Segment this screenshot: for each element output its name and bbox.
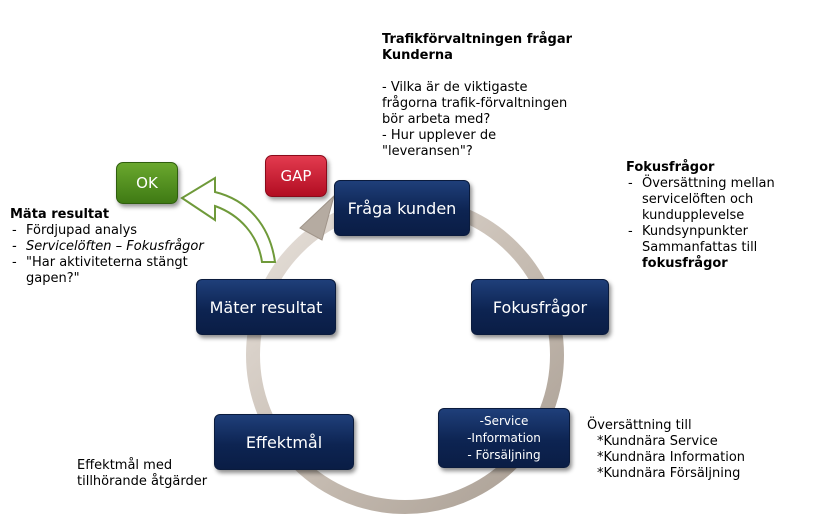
note-title: Trafikförvaltningen frågar Kunderna <box>382 32 573 63</box>
note-item: "Har aktiviteterna stängt gapen?" <box>10 255 235 287</box>
ok-chip: OK <box>116 162 178 204</box>
note-item: Översättning mellan servicelöften och ku… <box>626 176 786 224</box>
note-line: tillhörande åtgärder <box>77 474 208 489</box>
step-mater-resultat-label: Mäter resultat <box>209 297 323 317</box>
note-mata-resultat: Mäta resultat Fördjupad analys Servicelö… <box>10 207 235 287</box>
step-fraga-kunden-label: Fråga kunden <box>347 198 457 218</box>
note-title: Fokusfrågor <box>626 160 715 175</box>
note-line: *Kundnära Service <box>597 434 718 449</box>
note-line: *Kundnära Försäljning <box>597 466 741 481</box>
note-item: Servicelöften – Fokusfrågor <box>10 239 235 255</box>
note-line: - Vilka är de viktigaste <box>382 80 528 95</box>
note-line: frågorna trafik-förvaltningen <box>382 96 568 111</box>
note-item-bold: fokusfrågor <box>642 256 728 271</box>
step-oversattning-line: -Information <box>467 430 541 445</box>
step-oversattning: -Service -Information - Försäljning <box>438 408 570 468</box>
note-title: Mäta resultat <box>10 207 110 222</box>
note-line: Effektmål med <box>77 458 173 473</box>
note-effektmal: Effektmål med tillhörande åtgärder <box>77 458 277 490</box>
note-item-text: Kundsynpunkter Sammanfattas till <box>642 224 758 255</box>
note-trafikforvaltningen: Trafikförvaltningen frågar Kunderna - Vi… <box>382 32 607 160</box>
note-oversattning: Översättning till *Kundnära Service *Kun… <box>587 418 807 482</box>
step-effektmal: Effektmål <box>214 414 354 470</box>
note-line: *Kundnära Information <box>597 450 746 465</box>
step-fraga-kunden: Fråga kunden <box>334 180 470 236</box>
note-line: - Hur upplever de <box>382 128 497 143</box>
note-fokusfragor: Fokusfrågor Översättning mellan servicel… <box>626 160 786 272</box>
note-item: Kundsynpunkter Sammanfattas till fokusfr… <box>626 224 786 272</box>
step-oversattning-line: -Service <box>479 413 529 428</box>
ok-arrow <box>180 176 277 263</box>
step-mater-resultat: Mäter resultat <box>196 279 336 335</box>
step-effektmal-label: Effektmål <box>245 432 323 452</box>
gap-chip: GAP <box>265 155 327 197</box>
note-item: Fördjupad analys <box>10 223 235 239</box>
step-fokusfragor-label: Fokusfrågor <box>492 297 588 317</box>
cycle-arrowhead <box>299 194 335 241</box>
note-title: Översättning till <box>587 418 692 433</box>
step-fokusfragor: Fokusfrågor <box>471 279 609 335</box>
note-line: "leveransen"? <box>382 144 473 159</box>
note-line: bör arbeta med? <box>382 112 491 127</box>
step-oversattning-line: - Försäljning <box>467 447 541 462</box>
